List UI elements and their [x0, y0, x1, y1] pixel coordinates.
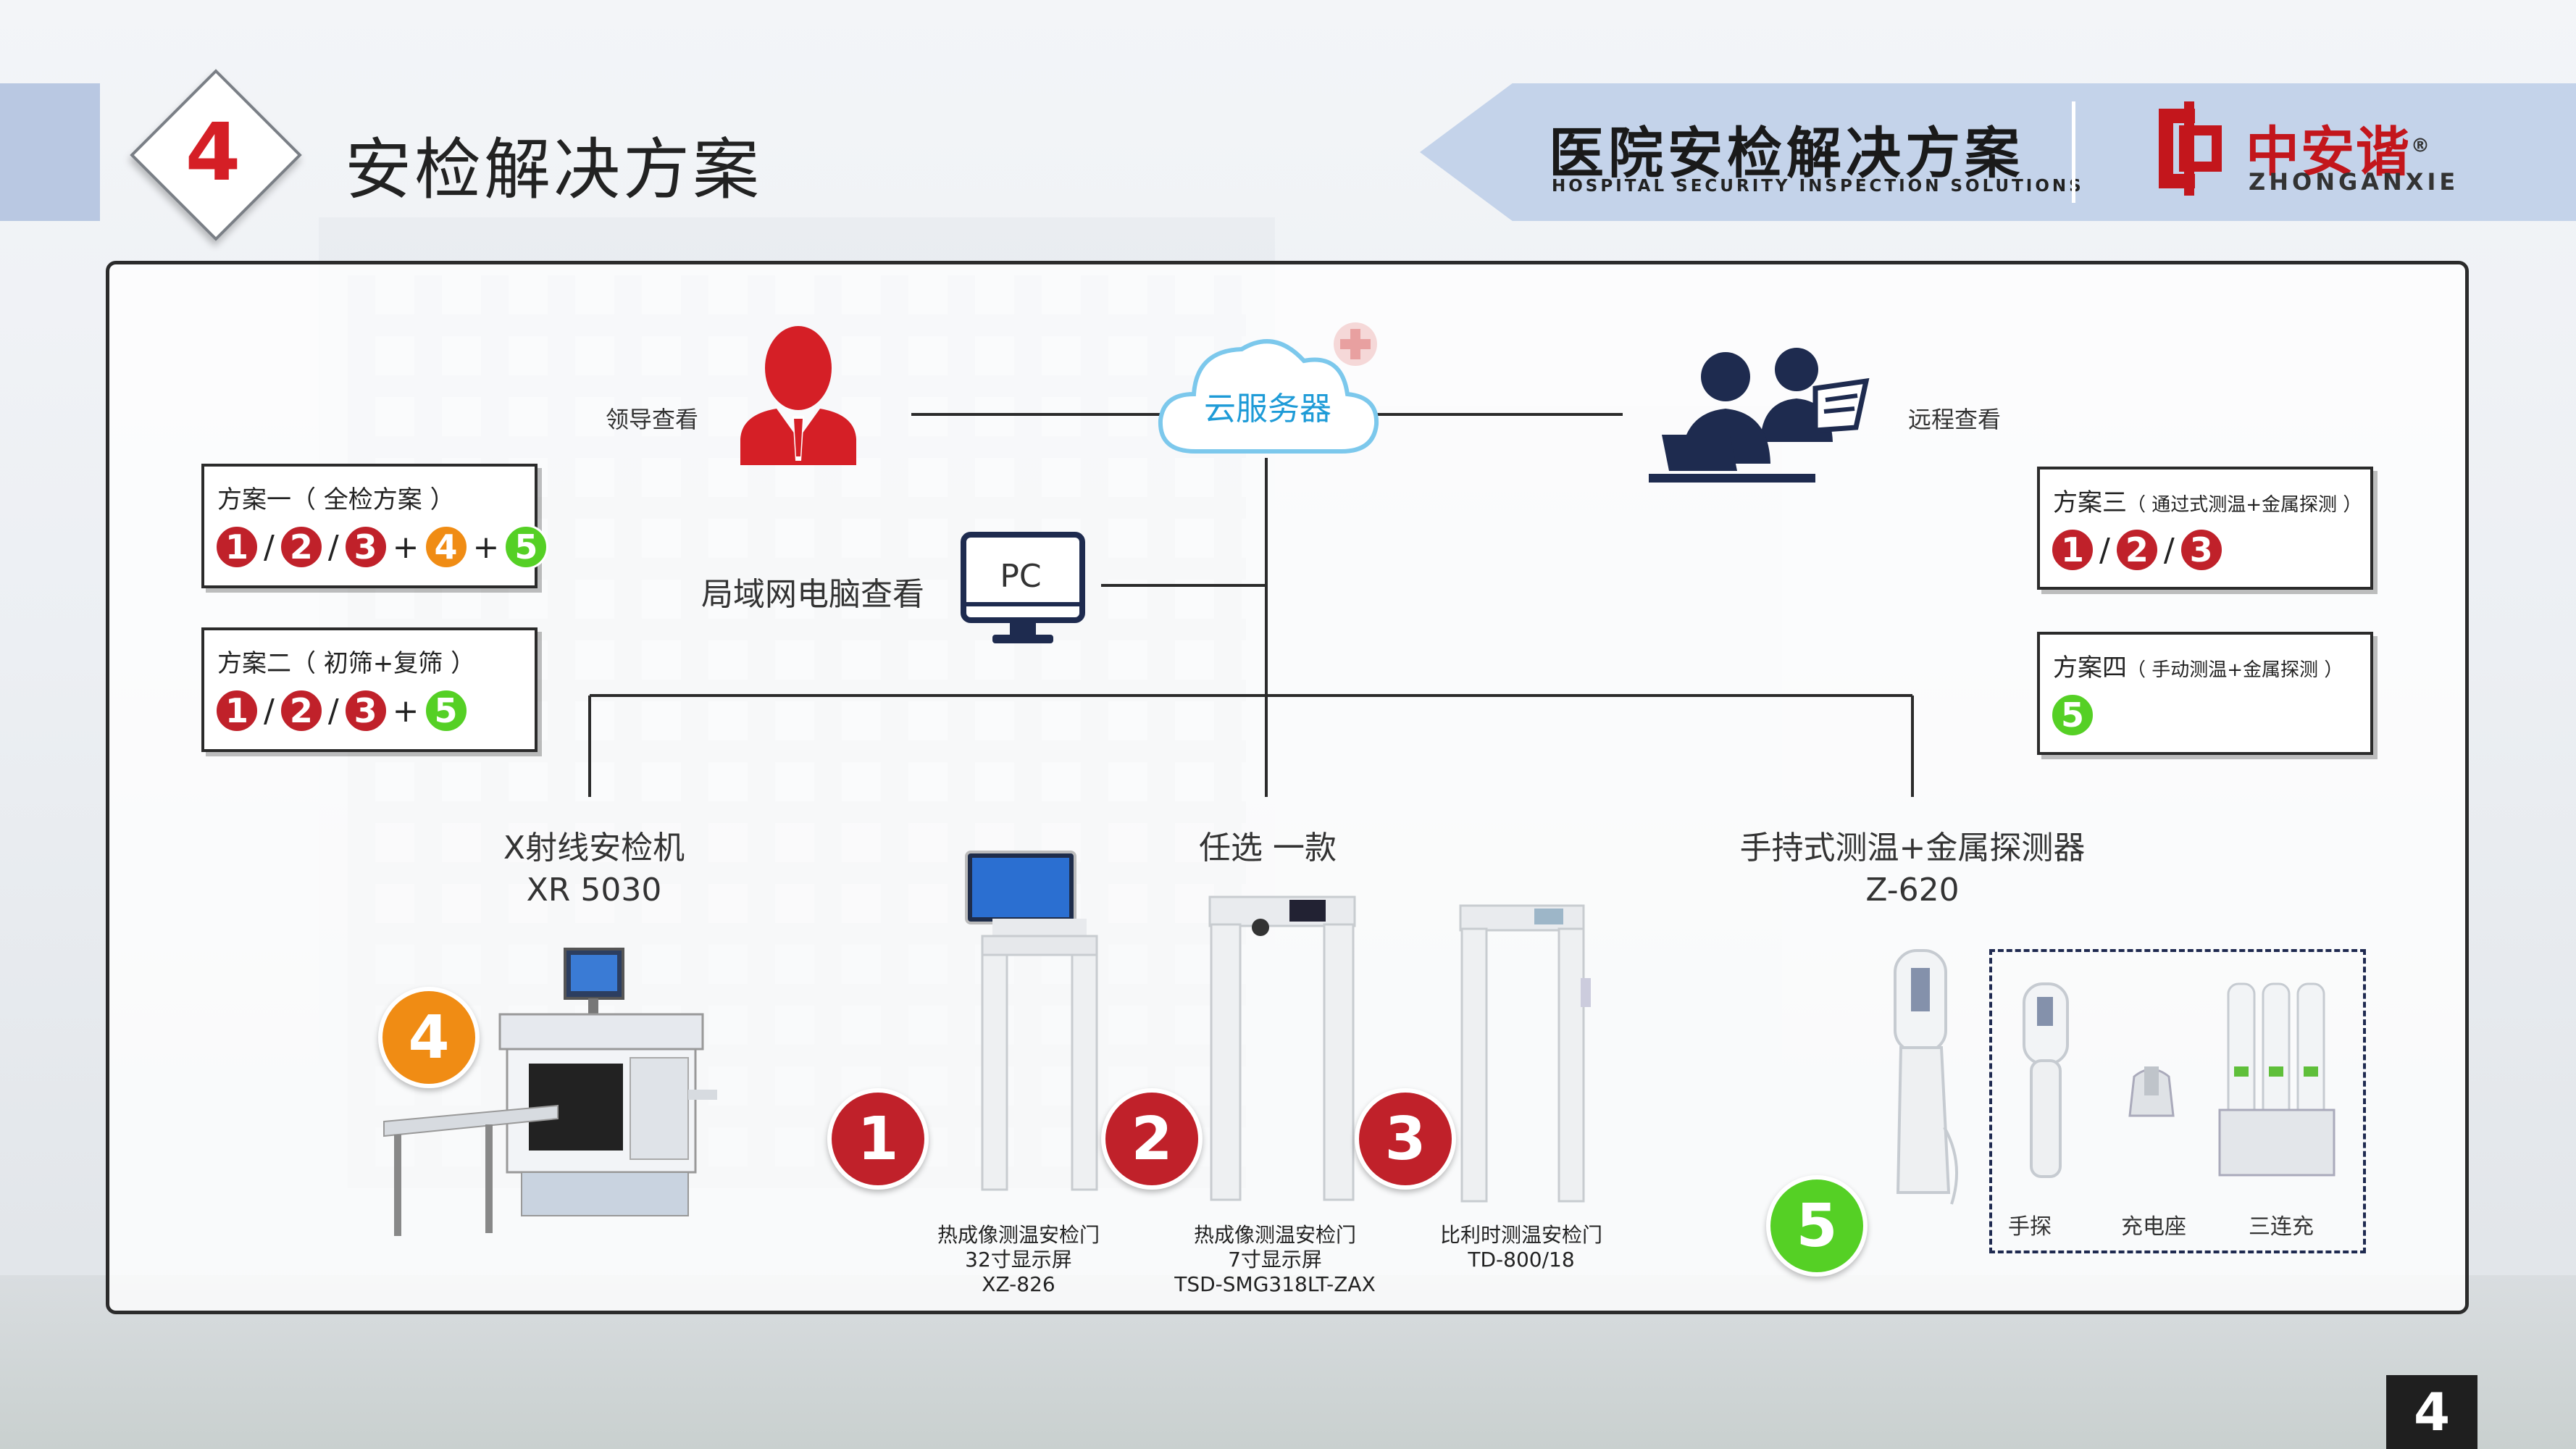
- page-number: 4: [2386, 1375, 2477, 1449]
- choose-one-heading: 任选 一款: [1199, 830, 1337, 867]
- page-title: 安检解决方案: [345, 131, 763, 209]
- gate-1-image: [965, 851, 1098, 1191]
- handheld-model: Z-620: [1865, 872, 1960, 909]
- chip: 5: [423, 688, 469, 733]
- chip: 3: [343, 525, 388, 569]
- chip: 4: [423, 525, 469, 569]
- gate-1-number-badge: 1: [827, 1088, 929, 1190]
- xray-model: XR 5030: [526, 872, 662, 909]
- cloud-server-label: 云服务器: [1204, 391, 1331, 427]
- gate-2-image: [1208, 895, 1356, 1201]
- handheld-detector-image: [1894, 949, 1959, 1205]
- leader-person-icon: [740, 326, 856, 465]
- chip: 1: [2050, 527, 2095, 572]
- chip: 5: [503, 525, 549, 569]
- chip-separator: /: [264, 528, 275, 566]
- logo-text-cn: 中安谐®: [2246, 121, 2431, 183]
- pc-label: PC: [1000, 558, 1042, 595]
- chip: 3: [2178, 527, 2224, 572]
- accessories-box: [1989, 949, 2366, 1253]
- gate-2-name: 热成像测温安检门: [1193, 1223, 1356, 1247]
- xray-machine-image: [383, 948, 717, 1236]
- chip: 1: [214, 525, 259, 569]
- chip: 5: [2050, 693, 2095, 738]
- scheme-2-card: 方案二（ 初筛+复筛 ） 1 / 2 / 3 + 5: [201, 627, 538, 752]
- brand-title: 医院安检解决方案: [1549, 121, 2024, 185]
- chip-separator: /: [327, 528, 339, 566]
- chip-separator: +: [472, 528, 500, 566]
- chip: 2: [2114, 527, 2159, 572]
- header-band-left: [0, 83, 100, 221]
- brand-subtitle: HOSPITAL SECURITY INSPECTION SOLUTIONS: [1552, 177, 2084, 196]
- gate-3-image: [1459, 904, 1591, 1203]
- registered-mark: ®: [2411, 135, 2431, 157]
- gate-3-caption: 比利时测温安检门 TD-800/18: [1376, 1223, 1666, 1272]
- hospital-cross-icon: [1334, 322, 1377, 366]
- gate-2-number-badge: 2: [1101, 1088, 1203, 1190]
- handheld-probe-image: [2023, 982, 2069, 1178]
- gate-1-screen: 32寸显示屏: [965, 1248, 1072, 1271]
- chip-separator: /: [2163, 531, 2175, 569]
- scheme-1-title: 方案一（ 全检方案 ）: [217, 485, 455, 514]
- xray-name: X射线安检机: [503, 830, 685, 867]
- scheme-2-chips: 1 / 2 / 3 + 5: [214, 688, 469, 733]
- chip: 2: [278, 525, 324, 569]
- gate-1-model: XZ-826: [982, 1272, 1055, 1296]
- leader-label: 领导查看: [606, 406, 699, 433]
- gate-3-number-badge: 3: [1355, 1088, 1456, 1190]
- remote-label: 远程查看: [1908, 406, 2002, 433]
- chip: 3: [343, 688, 388, 733]
- scheme-1-chips: 1 / 2 / 3 + 4 + 5: [214, 525, 549, 569]
- gate-2-screen: 7寸显示屏: [1228, 1248, 1322, 1271]
- scheme-4-card: 方案四（ 手动测温+金属探测 ） 5: [2037, 632, 2373, 755]
- handheld-name: 手持式测温+金属探测器: [1739, 830, 2086, 867]
- gate-2-model: TSD-SMG318LT-ZAX: [1174, 1272, 1376, 1296]
- chip-separator: /: [327, 692, 339, 730]
- accessory-label-base: 充电座: [2121, 1214, 2186, 1240]
- gate-3-model: TD-800/18: [1468, 1248, 1575, 1271]
- gate-1-name: 热成像测温安检门: [937, 1223, 1100, 1247]
- zhonganxie-logo-icon: [2159, 101, 2222, 196]
- xray-number-badge: 4: [378, 987, 480, 1088]
- handheld-number-badge: 5: [1766, 1175, 1868, 1277]
- header-band-right: [1420, 83, 2576, 221]
- chip-separator: +: [392, 528, 419, 566]
- scheme-1-card: 方案一（ 全检方案 ） 1 / 2 / 3 + 4 + 5: [201, 464, 549, 588]
- handheld-heading: 手持式测温+金属探测器 Z-620: [1688, 827, 2137, 911]
- scheme-3-chips: 1 / 2 / 3: [2050, 527, 2224, 572]
- xray-heading: X射线安检机 XR 5030: [420, 827, 768, 911]
- gate-3-name: 比利时测温安检门: [1439, 1223, 1602, 1247]
- lan-label: 局域网电脑查看: [701, 576, 924, 613]
- accessory-label-triple: 三连充: [2249, 1214, 2314, 1240]
- scheme-4-title: 方案四（ 手动测温+金属探测 ）: [2053, 653, 2343, 682]
- cloud-server-icon: [1158, 339, 1379, 454]
- chip-separator: /: [2099, 531, 2110, 569]
- remote-viewers-icon: [1649, 348, 1870, 483]
- chip: 1: [214, 688, 259, 733]
- triple-charger-image: [2218, 982, 2335, 1177]
- chip: 2: [278, 688, 324, 733]
- brand-divider: [2072, 101, 2075, 203]
- scheme-3-card: 方案三（ 通过式测温+金属探测 ） 1 / 2 / 3: [2037, 467, 2373, 590]
- scheme-2-title: 方案二（ 初筛+复筛 ）: [217, 649, 476, 678]
- chip-separator: +: [392, 692, 419, 730]
- scheme-3-title: 方案三（ 通过式测温+金属探测 ）: [2053, 488, 2362, 517]
- chip-separator: /: [264, 692, 275, 730]
- logo-text-en: ZHONGANXIE: [2249, 168, 2459, 196]
- section-number: 4: [185, 106, 241, 199]
- gate-1-caption: 热成像测温安检门 32寸显示屏 XZ-826: [874, 1223, 1163, 1297]
- accessory-label-probe: 手探: [2008, 1214, 2052, 1240]
- charging-base-image: [2128, 1066, 2175, 1117]
- scheme-4-chips: 5: [2050, 693, 2095, 738]
- pc-monitor-icon: [961, 532, 1085, 643]
- gate-2-caption: 热成像测温安检门 7寸显示屏 TSD-SMG318LT-ZAX: [1130, 1223, 1420, 1297]
